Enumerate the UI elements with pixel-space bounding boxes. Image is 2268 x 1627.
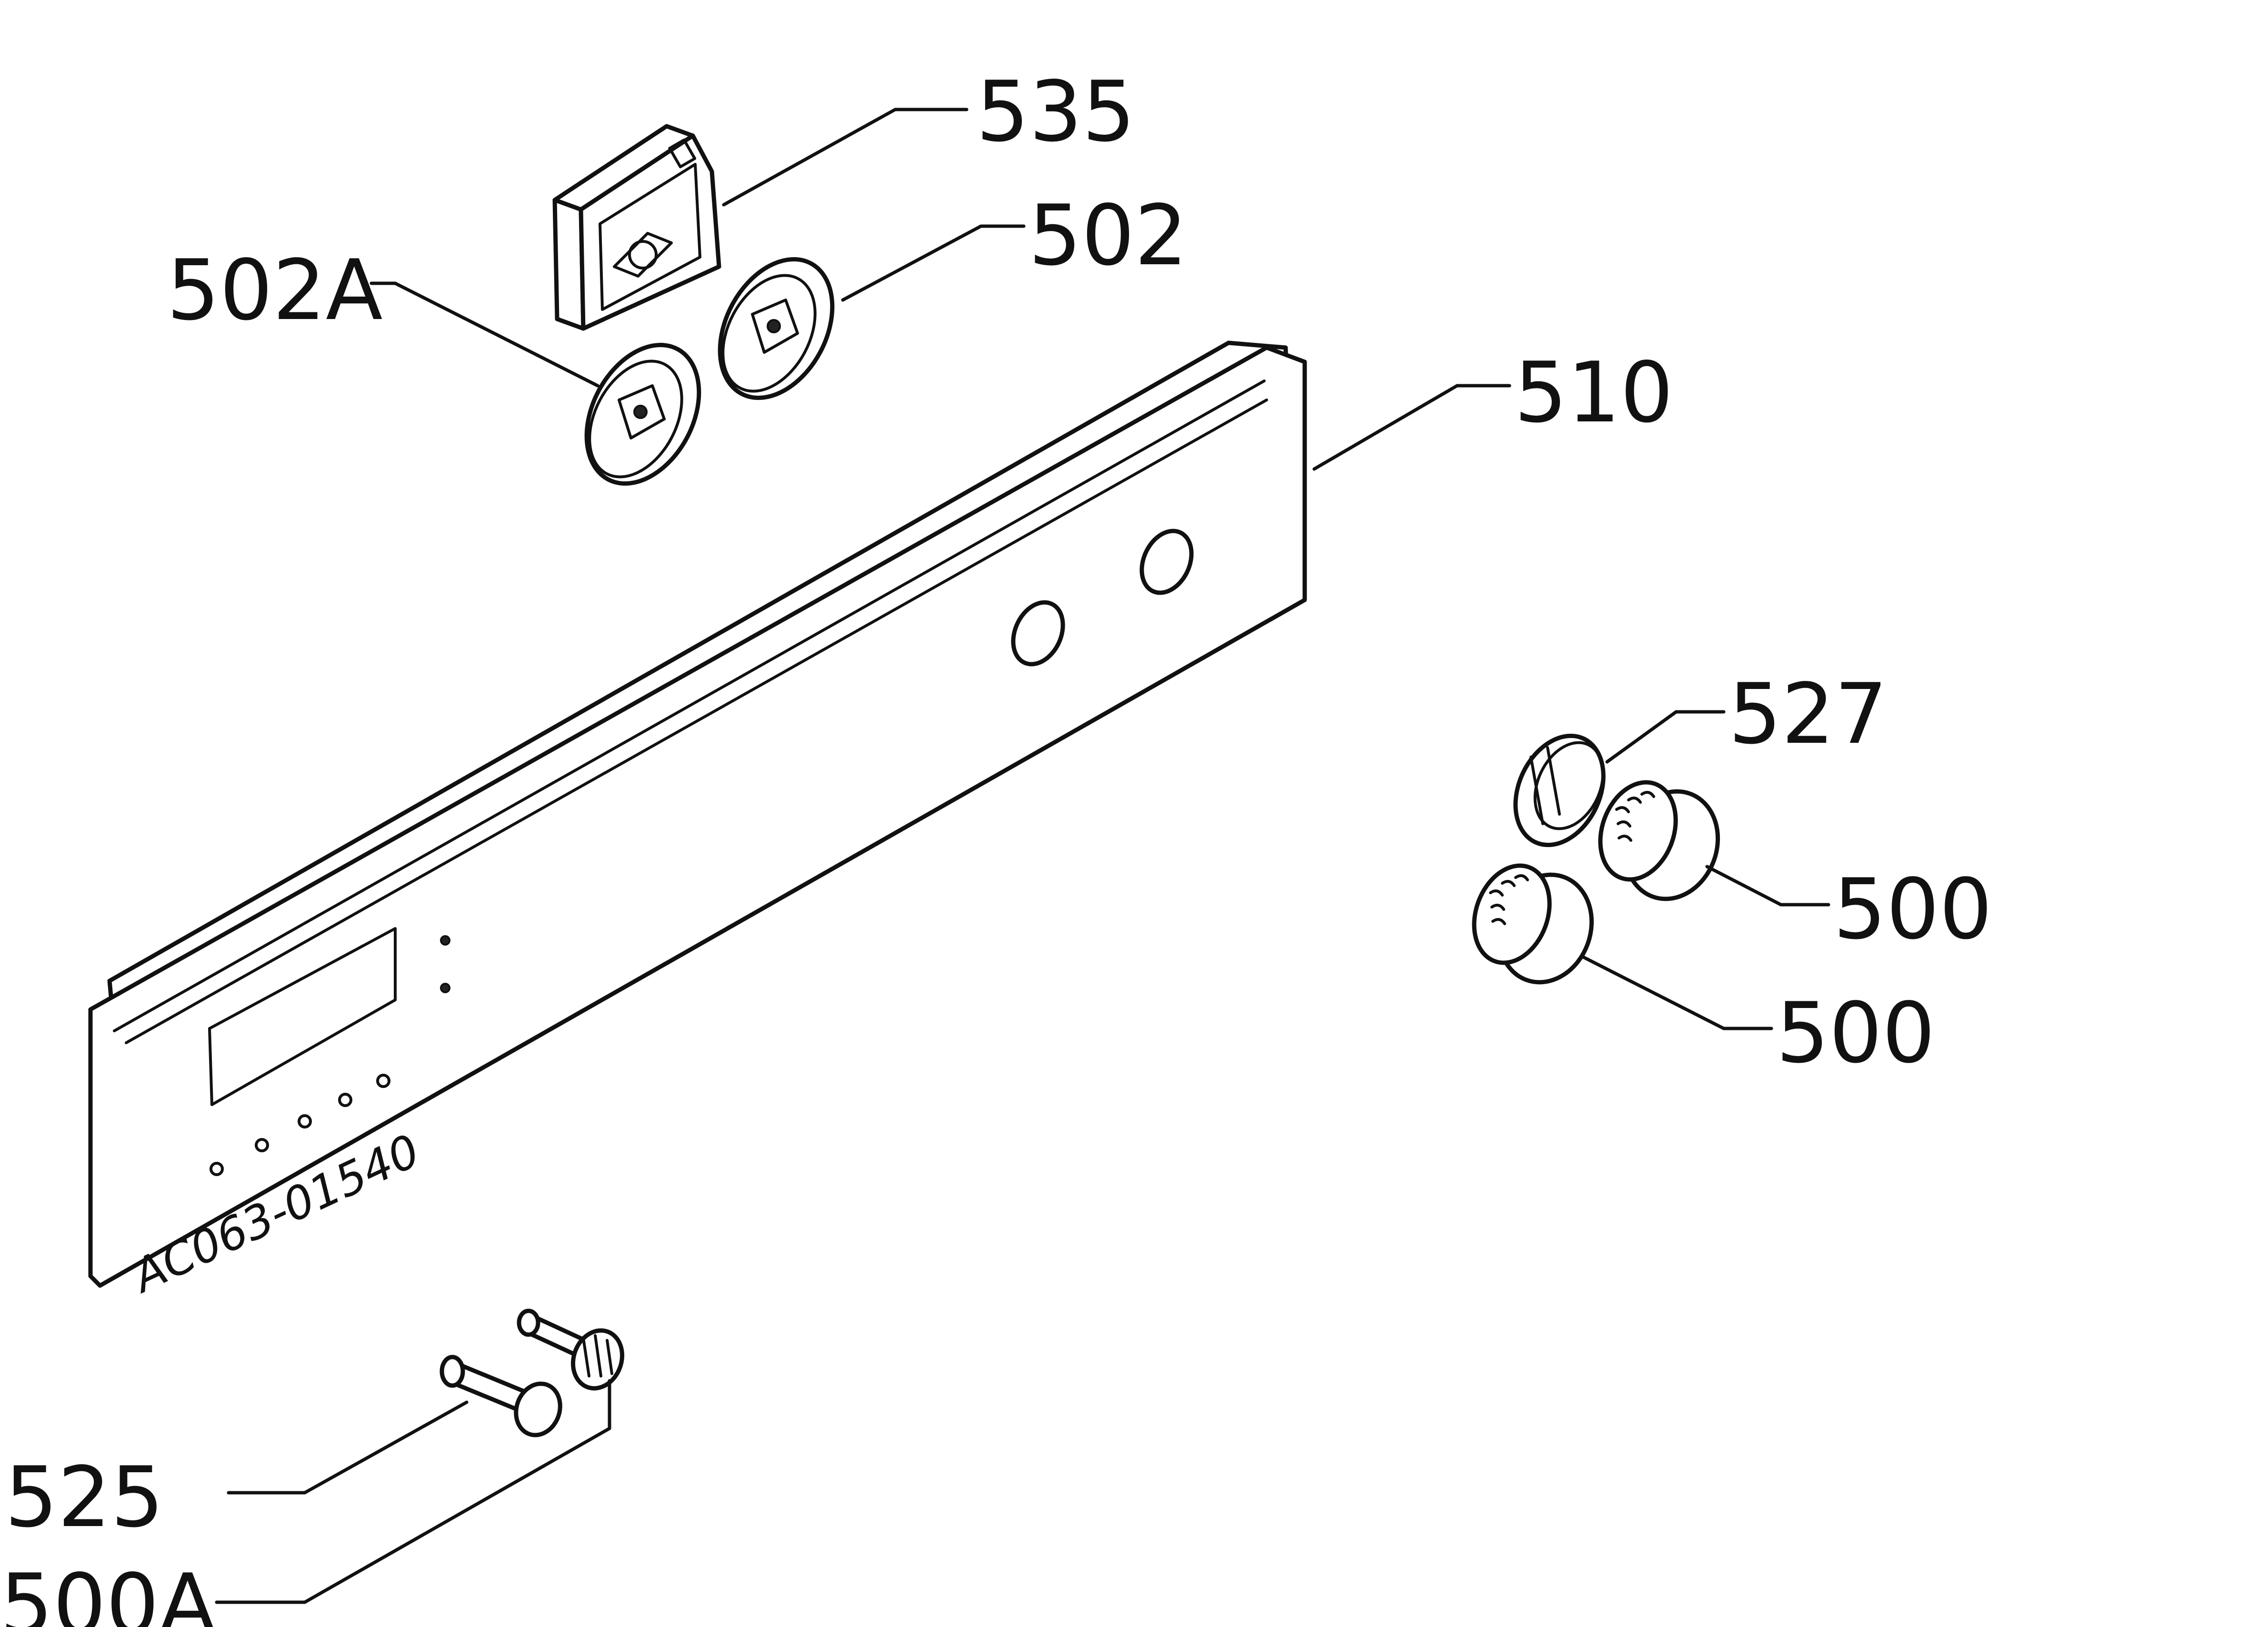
bezel-disc-502 <box>718 257 835 400</box>
leader-500-upper <box>1705 865 1830 907</box>
leader-510 <box>1312 384 1511 471</box>
indicator-dots <box>210 935 450 1176</box>
leader-535 <box>722 108 969 207</box>
callout-502: 502 <box>1029 188 1188 284</box>
callout-525: 525 <box>5 1449 164 1546</box>
bezel-disc-502a <box>584 343 701 486</box>
callout-502a: 502A <box>167 242 383 339</box>
callout-500a: 500A <box>0 1557 216 1627</box>
leader-525 <box>227 1400 469 1495</box>
ring-527 <box>1513 733 1606 848</box>
leader-527 <box>1605 710 1726 764</box>
knob-500-upper <box>1598 780 1720 901</box>
callout-labels: 535 502 502A 510 527 500 500 525 500A <box>0 64 1992 1627</box>
pin-525 <box>440 1355 562 1437</box>
leader-500-lower <box>1581 955 1773 1030</box>
leader-500a <box>215 1379 611 1604</box>
control-panel-front <box>88 345 1307 1288</box>
display-window <box>208 927 397 1106</box>
switch-bracket-535 <box>552 124 721 331</box>
leader-lines <box>215 108 1830 1604</box>
callout-527: 527 <box>1728 666 1888 763</box>
knob-500-lower <box>1472 863 1594 985</box>
callout-510: 510 <box>1514 345 1673 441</box>
leader-502 <box>841 224 1026 302</box>
callout-500-upper: 500 <box>1833 861 1992 958</box>
control-panel-510 <box>88 340 1307 1288</box>
knob-hole-right <box>1139 529 1194 595</box>
leader-502a <box>370 281 599 388</box>
control-panel-top-bevel <box>113 379 1266 1032</box>
control-panel-top-bevel-inner <box>125 399 1268 1044</box>
knob-hole-left <box>1011 600 1065 667</box>
spindle-500a <box>517 1308 625 1391</box>
callout-535: 535 <box>976 64 1135 160</box>
callout-500-lower: 500 <box>1776 985 1935 1082</box>
